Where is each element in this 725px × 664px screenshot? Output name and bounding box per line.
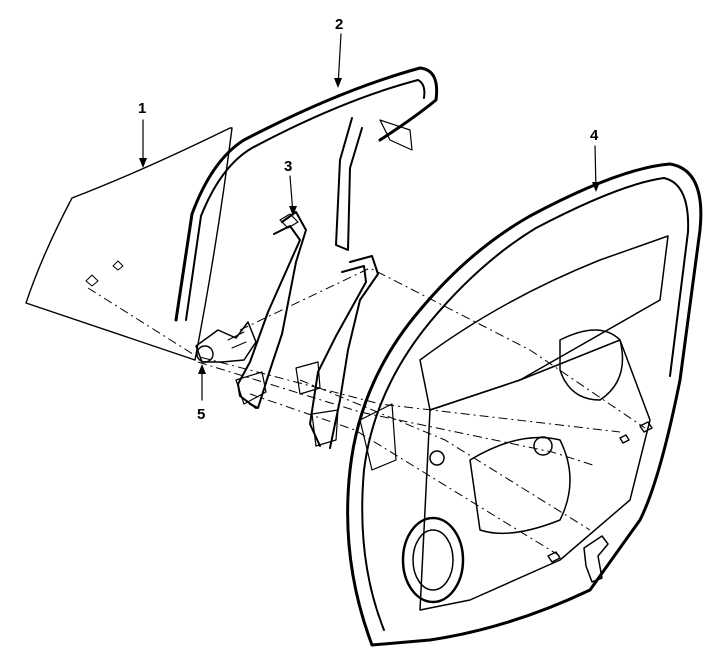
callout-1: 1: [138, 100, 147, 168]
window-regulator: [235, 211, 307, 409]
door-shell: [346, 162, 703, 647]
fasteners: [547, 421, 653, 583]
callout-5: 5: [197, 364, 206, 423]
callout-2: 2: [334, 16, 343, 88]
callout-label-4: 4: [590, 127, 599, 144]
callout-label-1: 1: [138, 100, 146, 117]
callout-label-2: 2: [335, 16, 343, 33]
window-regulator-alt: [295, 255, 379, 449]
callout-label-3: 3: [284, 158, 292, 175]
glass-run-channel: [174, 66, 439, 322]
callout-4: 4: [590, 127, 600, 192]
regulator-motor: [195, 321, 257, 363]
callout-label-5: 5: [197, 406, 205, 423]
alignment-lines: [87, 267, 646, 557]
door-glass: [25, 127, 233, 361]
callout-3: 3: [284, 158, 297, 216]
